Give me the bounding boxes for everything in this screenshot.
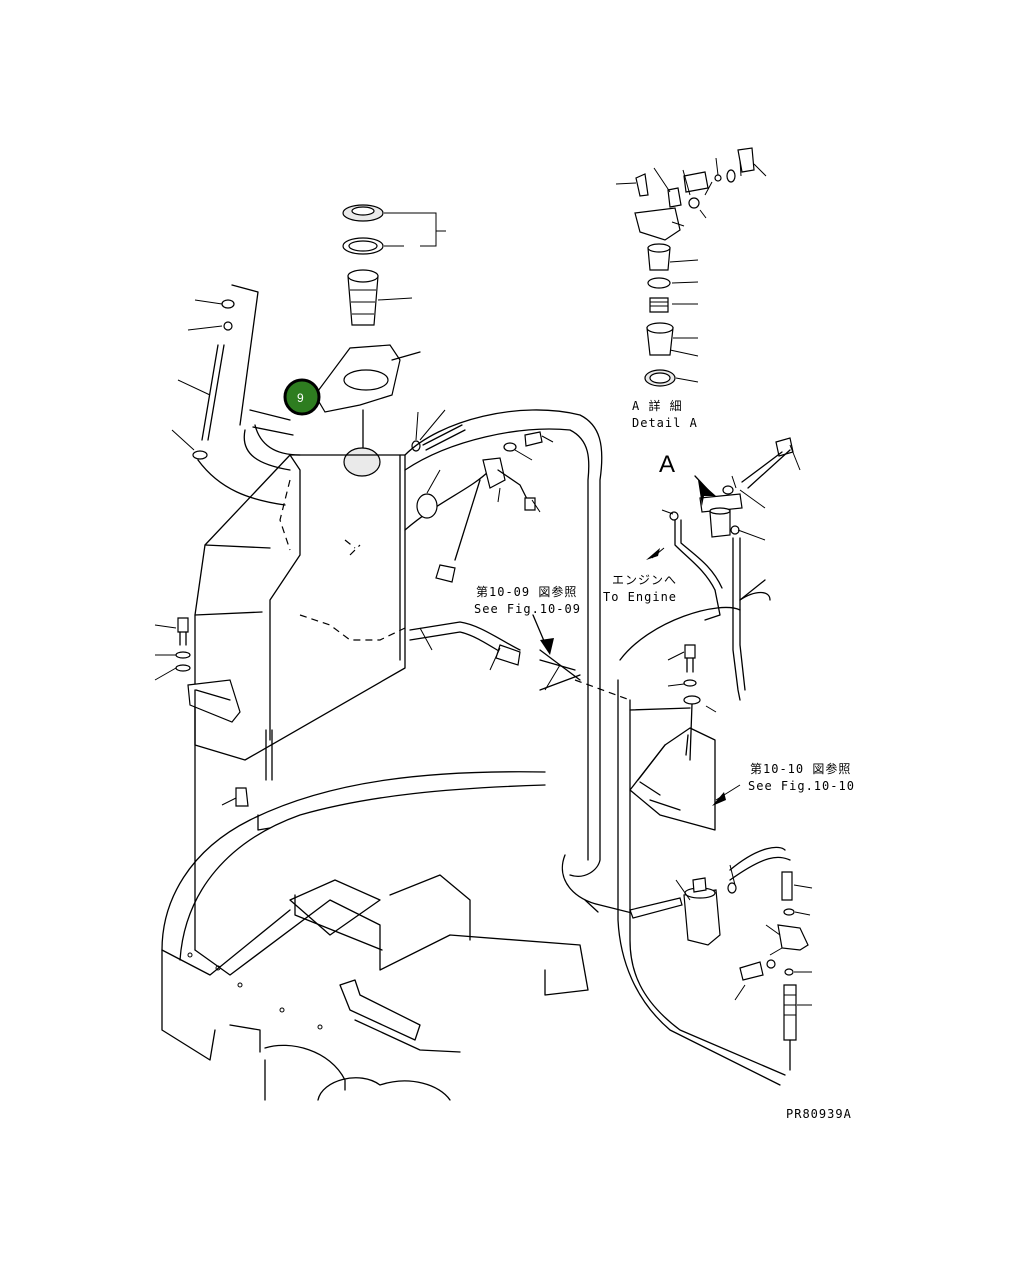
callout-badge[interactable] xyxy=(283,378,321,416)
ref-fig-10-09-jp: 第10-09 図参照 xyxy=(476,584,577,599)
view-a-marker: A xyxy=(659,451,675,478)
center-hoses xyxy=(404,409,631,701)
filler-cap-assembly xyxy=(342,204,446,326)
left-parts xyxy=(154,284,294,807)
ref-fig-10-10-jp: 第10-10 図参照 xyxy=(750,761,851,776)
fuel-filter-assembly xyxy=(646,437,801,761)
support-frame xyxy=(161,771,589,1101)
engine-label-jp: エンジンへ xyxy=(612,573,677,587)
lower-filter-assembly xyxy=(675,846,813,1071)
drawing-code: PR80939A xyxy=(786,1107,852,1121)
return-hose-loop xyxy=(404,409,786,1086)
callout-9[interactable]: 9 xyxy=(283,378,321,416)
callout-number: 9 xyxy=(297,391,304,405)
ref-fig-10-09-en: See Fig.10-09 xyxy=(474,602,581,616)
engine-label-en: To Engine xyxy=(603,590,677,604)
fuel-tank xyxy=(187,424,406,951)
detail-a-label-jp: A 詳 細 xyxy=(632,398,683,413)
ref-fig-10-10-en: See Fig.10-10 xyxy=(748,779,855,793)
filler-neck xyxy=(314,344,421,477)
detail-a-label-en: Detail A xyxy=(632,416,698,430)
detail-a-assembly xyxy=(615,147,767,387)
separator-pan xyxy=(629,727,741,831)
